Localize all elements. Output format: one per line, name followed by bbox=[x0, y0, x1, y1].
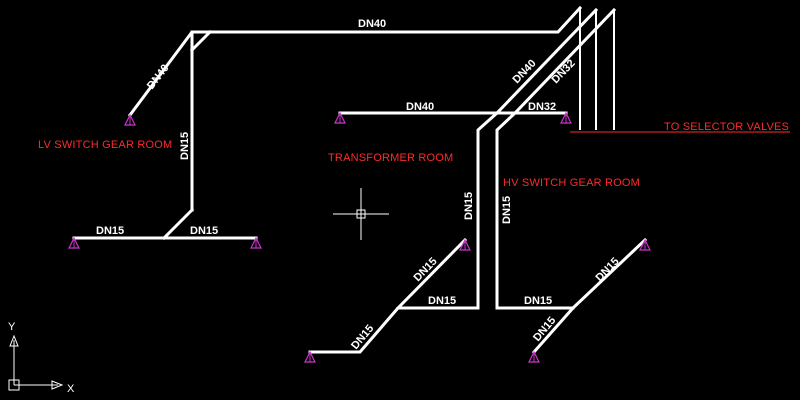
hv-main-dn32 bbox=[495, 7, 617, 310]
label-dn15-hv-vert: DN15 bbox=[501, 196, 513, 224]
hv-pipe-network bbox=[495, 7, 648, 355]
hv-lower-diag-dn15 bbox=[531, 305, 576, 355]
room-labels: LV SWITCH GEAR ROOM TRANSFORMER ROOM HV … bbox=[38, 121, 789, 189]
transformer-pipe-network bbox=[308, 7, 599, 354]
nozzle-icon bbox=[304, 350, 316, 363]
nozzle-markers bbox=[68, 111, 651, 363]
nozzle-icon bbox=[560, 111, 572, 124]
room-label-selector-valves: TO SELECTOR VALVES bbox=[664, 121, 789, 133]
crosshair-cursor bbox=[333, 188, 389, 240]
nozzle-icon bbox=[528, 350, 540, 363]
nozzle-icon bbox=[639, 238, 651, 251]
label-dn40-top: DN40 bbox=[358, 18, 386, 30]
label-dn32-hv: DN32 bbox=[528, 101, 556, 113]
room-label-transformer: TRANSFORMER ROOM bbox=[328, 152, 453, 164]
nozzle-icon bbox=[250, 236, 262, 249]
label-dn15-lv-left: DN15 bbox=[96, 225, 124, 237]
transformer-lower-branch bbox=[308, 306, 480, 354]
lv-main-pipe-dn40 bbox=[127, 5, 583, 118]
label-dn15-hv-horiz: DN15 bbox=[524, 295, 552, 307]
label-dn40-diag: DN40 bbox=[511, 58, 539, 87]
label-dn15-transformer-horiz: DN15 bbox=[428, 295, 456, 307]
ucs-x-label: X bbox=[67, 383, 75, 395]
room-label-hv: HV SWITCH GEAR ROOM bbox=[503, 177, 640, 189]
label-dn15-lv-vert: DN15 bbox=[179, 132, 191, 160]
lv-branch-dn15 bbox=[161, 207, 195, 241]
label-dn15-transformer-vert: DN15 bbox=[463, 192, 475, 220]
hv-upper-diag-dn15 bbox=[570, 237, 648, 311]
label-dn40-lv-diag: DN40 bbox=[145, 62, 172, 92]
nozzle-icon bbox=[334, 111, 346, 124]
transformer-upper-diag-dn15 bbox=[395, 237, 468, 311]
lv-pipe-network bbox=[72, 5, 583, 241]
lv-riser-offset bbox=[189, 29, 213, 53]
nozzle-icon bbox=[459, 238, 471, 251]
nozzle-icon bbox=[68, 236, 80, 249]
label-dn15-hv-upper-diag: DN15 bbox=[594, 256, 622, 285]
selector-risers bbox=[570, 8, 790, 133]
nozzle-icon bbox=[124, 113, 136, 126]
label-dn15-lv-right: DN15 bbox=[190, 225, 218, 237]
ucs-y-label: Y bbox=[8, 321, 16, 333]
room-label-lv: LV SWITCH GEAR ROOM bbox=[38, 139, 172, 151]
ucs-icon: Y X bbox=[8, 321, 75, 395]
label-dn40-transformer: DN40 bbox=[406, 101, 434, 113]
transformer-main-dn40 bbox=[476, 7, 599, 310]
